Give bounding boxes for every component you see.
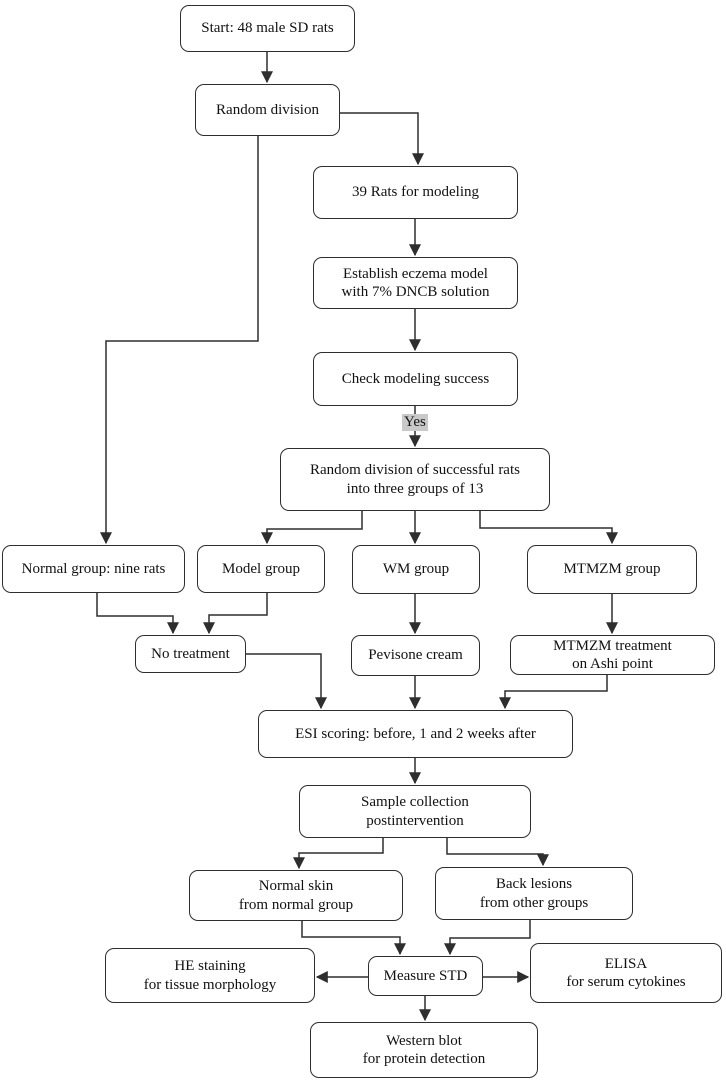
edge-normal-group-to-no-treatment xyxy=(96,593,179,635)
node-elisa: ELISA for serum cytokines xyxy=(530,943,722,1003)
node-rats-modeling: 39 Rats for modeling xyxy=(313,166,518,219)
edge-random-division-to-rats-modeling xyxy=(340,112,424,166)
edge-sample-to-back-lesions xyxy=(446,838,549,867)
node-normal-skin: Normal skin from normal group xyxy=(189,870,403,921)
node-establish-model: Establish eczema model with 7% DNCB solu… xyxy=(313,257,518,309)
node-esi-scoring: ESI scoring: before, 1 and 2 weeks after xyxy=(258,710,573,758)
edge-normal-skin-to-measure-std xyxy=(301,921,406,956)
node-mtmzm-group: MTMZM group xyxy=(527,545,697,594)
node-he-staining: HE staining for tissue morphology xyxy=(105,948,315,1003)
edge-sample-to-normal-skin xyxy=(293,838,384,870)
edge-label-yes: Yes xyxy=(402,414,428,431)
node-pevisone: Pevisone cream xyxy=(351,635,480,676)
node-check-success: Check modeling success xyxy=(313,352,518,406)
node-start: Start: 48 male SD rats xyxy=(180,5,355,52)
edge-rds-to-model-group xyxy=(261,511,363,545)
node-normal-group: Normal group: nine rats xyxy=(2,545,185,593)
edge-rds-to-mtmzm-group xyxy=(479,511,618,545)
edge-no-treatment-to-esi xyxy=(246,653,327,710)
node-western-blot: Western blot for protein detection xyxy=(310,1022,538,1078)
node-wm-group: WM group xyxy=(352,545,480,594)
node-no-treatment: No treatment xyxy=(135,635,246,673)
node-random-division-success: Random division of successful rats into … xyxy=(280,448,550,511)
node-back-lesions: Back lesions from other groups xyxy=(435,867,633,920)
edge-back-lesions-to-measure-std xyxy=(444,920,531,956)
node-model-group: Model group xyxy=(197,545,325,593)
node-mtmzm-treatment: MTMZM treatment on Ashi point xyxy=(510,635,715,675)
edge-model-group-to-no-treatment xyxy=(203,593,268,635)
edge-mtmzm-treatment-to-esi xyxy=(499,675,608,710)
edge-random-division-to-normal-group xyxy=(100,136,259,545)
node-sample-collection: Sample collection postintervention xyxy=(299,785,531,838)
node-measure-std: Measure STD xyxy=(368,956,483,996)
node-random-division: Random division xyxy=(195,84,340,136)
